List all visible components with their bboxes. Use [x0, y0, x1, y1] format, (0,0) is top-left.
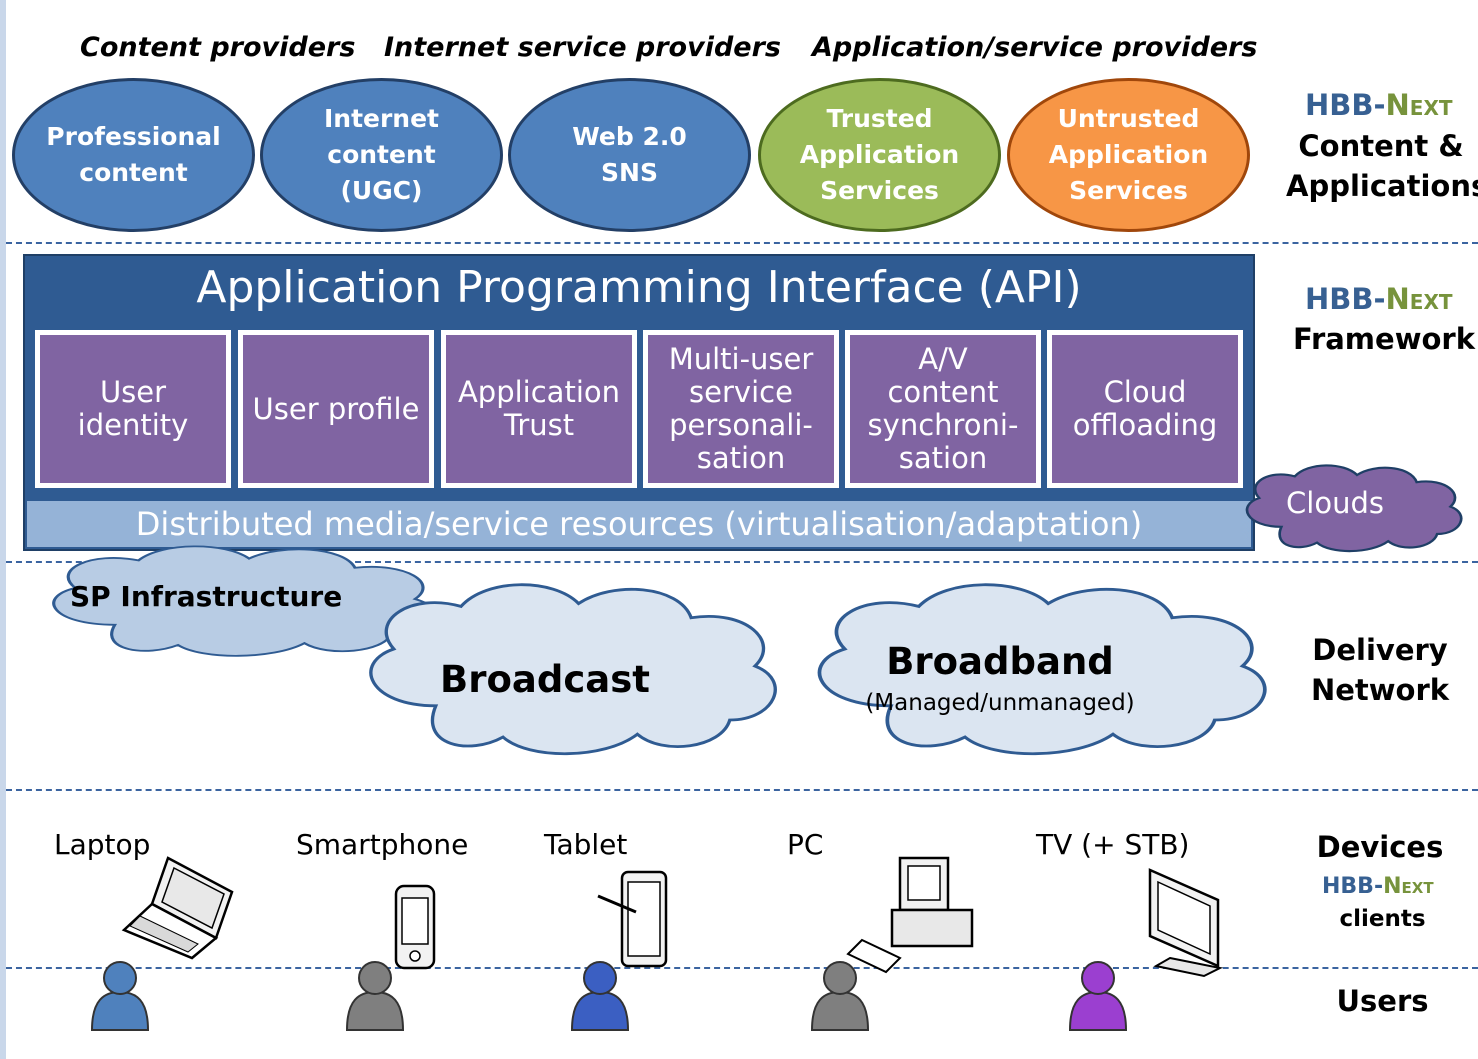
layer-content-applications: Content & Applications — [1286, 129, 1478, 203]
device-label-smartphone: Smartphone — [296, 828, 469, 861]
header-internet-service-providers: Internet service providers — [384, 32, 781, 63]
tv-icon — [1148, 868, 1224, 978]
separator-4 — [6, 967, 1478, 969]
brand-hbb-next-framework: HBB-Next — [1305, 282, 1453, 316]
device-label-tablet: Tablet — [544, 828, 628, 861]
module-user-profile: User profile — [238, 330, 434, 488]
separator-1 — [6, 242, 1478, 244]
left-edge-strip — [0, 0, 6, 1059]
separator-3 — [6, 789, 1478, 791]
module-av-synchronisation: A/V content synchroni- sation — [845, 330, 1041, 488]
api-title: Application Programming Interface (API) — [196, 262, 1082, 313]
module-application-trust: Application Trust — [441, 330, 637, 488]
user-icon — [1068, 961, 1128, 1031]
device-label-tv: TV (+ STB) — [1036, 828, 1190, 861]
pc-icon — [846, 856, 974, 974]
separator-2 — [6, 561, 1478, 563]
oval-web20-sns: Web 2.0 SNS — [508, 78, 751, 232]
module-cloud-offloading: Cloud offloading — [1047, 330, 1243, 488]
header-content-providers: Content providers — [80, 32, 356, 63]
layer-delivery-network: Delivery Network — [1310, 633, 1450, 707]
oval-professional-content: Professional content — [12, 78, 255, 232]
user-icon — [570, 961, 630, 1031]
user-icon — [90, 961, 150, 1031]
oval-trusted-application-services: Trusted Application Services — [758, 78, 1001, 232]
oval-untrusted-application-services: Untrusted Application Services — [1007, 78, 1250, 232]
layer-framework: Framework — [1292, 322, 1475, 356]
clouds-label: Clouds — [1286, 486, 1384, 520]
broadcast-label: Broadcast — [440, 658, 650, 701]
smartphone-icon — [394, 884, 436, 970]
module-user-identity: User identity — [35, 330, 231, 488]
tablet-icon — [597, 870, 668, 968]
module-multi-user-personalisation: Multi-user service personali- sation — [643, 330, 839, 488]
header-application-service-providers: Application/service providers — [812, 32, 1258, 63]
layer-users: Users — [1336, 984, 1429, 1018]
layer-clients: clients — [1339, 906, 1426, 932]
device-label-laptop: Laptop — [54, 828, 151, 861]
sp-infrastructure-label: SP Infrastructure — [70, 580, 343, 613]
broadband-sub-label: (Managed/unmanaged) — [865, 690, 1135, 716]
brand-hbb-next-clients: HBB-Next — [1322, 874, 1434, 899]
device-label-pc: PC — [787, 828, 824, 861]
distributed-resources-bar: Distributed media/service resources (vir… — [27, 501, 1251, 547]
oval-internet-content: Internet content (UGC) — [260, 78, 503, 232]
user-icon — [345, 961, 405, 1031]
broadband-label: Broadband — [886, 640, 1114, 683]
brand-hbb-next-content: HBB-Next — [1305, 88, 1453, 122]
layer-devices: Devices — [1316, 830, 1444, 864]
user-icon — [810, 961, 870, 1031]
laptop-icon — [121, 856, 234, 960]
